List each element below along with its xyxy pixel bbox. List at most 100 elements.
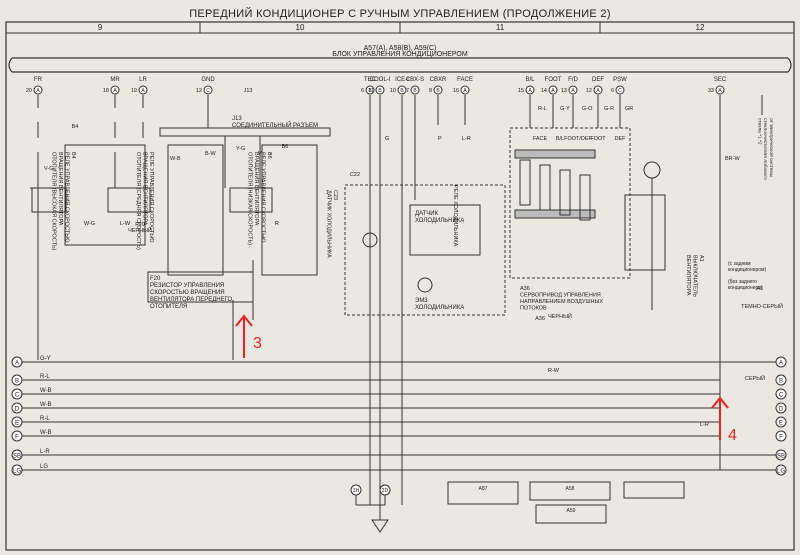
bus-letter: E (15, 421, 19, 427)
svg-text:НАПРАВЛЕНИЕМ ВОЗДУШНЫХ: НАПРАВЛЕНИЕМ ВОЗДУШНЫХ (520, 299, 603, 305)
annotation-4: 4 (728, 427, 737, 444)
wire-color-label: W-B (170, 156, 181, 162)
column-number: 9 (98, 23, 103, 32)
terminal-label: PSW (613, 77, 627, 83)
svg-text:кондиционера): кондиционера) (728, 285, 763, 291)
wire-color-label: W-G (84, 221, 95, 227)
svg-text:ОТОПИТЕЛЯ (СРЕДНЯЯ СКОРОСТЬ): ОТОПИТЕЛЯ (СРЕДНЯЯ СКОРОСТЬ) (135, 152, 141, 250)
diagram-title: ПЕРЕДНИЙ КОНДИЦИОНЕР С РУЧНЫМ УПРАВЛЕНИЕ… (189, 8, 611, 20)
connector-a36: A36 (535, 316, 545, 322)
terminal-number: 10 (390, 88, 396, 94)
svg-text:РЕЛЕ УПРАВЛЕНИЯ СКОРОСТЬЮ: РЕЛЕ УПРАВЛЕНИЯ СКОРОСТЬЮ (64, 152, 70, 243)
terminal-connector: A (141, 88, 145, 94)
wire-color-label: V-G (44, 166, 53, 172)
bus-letter-right: F (779, 435, 783, 441)
terminal-label: DEF (592, 77, 604, 83)
terminal-label: CBX-S (406, 77, 424, 83)
servo-port-label: DEF (615, 136, 627, 142)
wire-color-label: L-W (120, 221, 131, 227)
wire-color-label: G-Y (560, 106, 570, 112)
svg-text:ВЕНТИЛЯТОРА ПЕРЕДНЕГО: ВЕНТИЛЯТОРА ПЕРЕДНЕГО (150, 297, 233, 303)
bus-wire-color: W-B (40, 402, 52, 408)
terminal-connector: B (400, 88, 404, 94)
terminal-number: 7 (406, 88, 409, 94)
bus-e: ER-LE (11, 416, 787, 428)
bus-letter-right: A (779, 361, 783, 367)
connector-c22: C22 (350, 172, 360, 178)
svg-text:B4: B4 (70, 152, 76, 159)
svg-text:(с задним: (с задним (728, 261, 751, 267)
terminal-number: 8 (429, 88, 432, 94)
wire-color-label: V (258, 151, 262, 157)
terminal-connector: A (36, 88, 40, 94)
bus-sb: SBL-RSB (11, 449, 787, 461)
connector-a1-color: ТЕМНО-СЕРЫЙ (741, 302, 783, 310)
svg-text:СЕРВОПРИВОД УПРАВЛЕНИЯ: СЕРВОПРИВОД УПРАВЛЕНИЯ (520, 293, 601, 299)
terminal-number: 19 (131, 88, 137, 94)
svg-text:ВРАЩЕНИЯ ВЕНТИЛЯТОРА: ВРАЩЕНИЯ ВЕНТИЛЯТОРА (57, 152, 63, 226)
terminal-connector: B (413, 88, 417, 94)
svg-text:C23: C23 (332, 190, 338, 200)
terminal-label: MR (110, 77, 120, 83)
bus-f: FW-BF (11, 430, 787, 442)
bus-d: DW-BD (11, 402, 787, 414)
terminal-label: FR (34, 77, 43, 83)
wire-color-label: L-R (462, 136, 471, 142)
svg-text:СКОРОСТЬЮ ВРАЩЕНИЯ: СКОРОСТЬЮ ВРАЩЕНИЯ (150, 290, 225, 296)
connector-a58: A58 (566, 486, 575, 492)
bus-a: AG-YA (11, 356, 787, 368)
bus-b: BR-LB (11, 374, 787, 386)
terminal-connector: A (718, 88, 722, 94)
column-number: 12 (696, 23, 705, 32)
svg-text:A1: A1 (698, 255, 704, 262)
bus-wire-color: W-B (40, 388, 52, 394)
bus-letter-right: LG (777, 469, 785, 475)
connector-gray: СЕРЫЙ (745, 374, 765, 382)
servo-port-label: B/L (556, 136, 564, 142)
wire-color-label: G-R (604, 106, 614, 112)
terminal-number: 14 (541, 88, 547, 94)
wire-color-label: GR (625, 106, 633, 112)
bus-letter: A (15, 361, 19, 367)
svg-text:F20: F20 (150, 276, 161, 282)
bus-letter-right: B (779, 379, 783, 385)
bus-letter: C (15, 393, 20, 399)
bus-letter-right: D (779, 407, 784, 413)
svg-text:ВЫКЛЮЧАТЕЛЬ: ВЫКЛЮЧАТЕЛЬ (692, 255, 698, 297)
ground-3h: 3H (353, 488, 360, 494)
terminal-label: LR (139, 77, 147, 83)
bus-wire-color: LG (40, 464, 48, 470)
terminal-connector: A (551, 88, 555, 94)
connector-a59: A59 (567, 508, 576, 514)
ecu-name: БЛОК УПРАВЛЕНИЯ КОНДИЦИОНЕРОМ (332, 51, 468, 58)
bus-letter-right: C (779, 393, 784, 399)
connector-f20: F20 (135, 222, 144, 228)
terminal-number: 6 (611, 88, 614, 94)
bus-letter-right: SB (777, 454, 785, 460)
svg-text:РЕЛЕ УПРАВЛЕНИЯ СКОРОСТЬЮ: РЕЛЕ УПРАВЛЕНИЯ СКОРОСТЬЮ (260, 152, 266, 243)
svg-text:РЕЛЕ ХОЛОДИЛЬНИКА: РЕЛЕ ХОЛОДИЛЬНИКА (452, 185, 458, 247)
ecu-code: A57(A), A58(B), A59(C) (364, 45, 437, 52)
svg-text:РЕЗИСТОР УПРАВЛЕНИЯ: РЕЗИСТОР УПРАВЛЕНИЯ (150, 283, 224, 289)
terminal-label: B/L (525, 77, 535, 83)
annotation-arrow-4 (711, 396, 729, 440)
terminal-number: 12 (196, 88, 202, 94)
terminal-connector: B (368, 88, 372, 94)
